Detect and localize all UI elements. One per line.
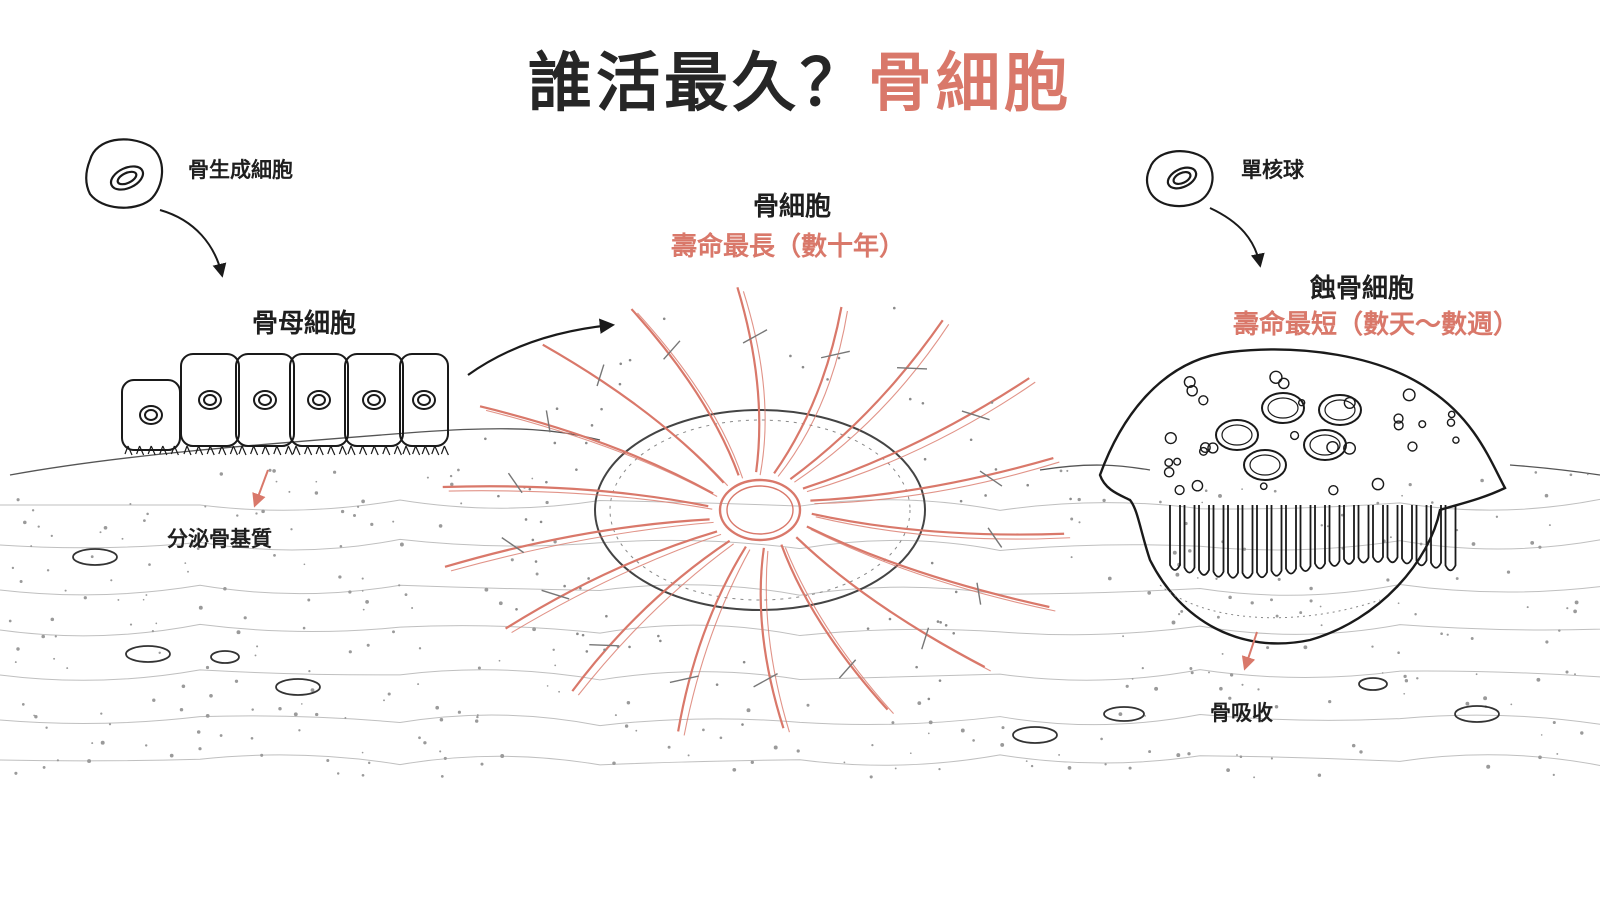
- monocyte-label: 單核球: [1241, 158, 1304, 182]
- osteocyte-lifespan: 壽命最長（數十年）: [671, 232, 906, 262]
- monocyte-cell: [1145, 150, 1214, 208]
- matrix-flow-lines: [0, 498, 1600, 766]
- osteoclast-label: 蝕骨細胞: [1310, 274, 1415, 304]
- title-prefix: 誰活最久？: [528, 47, 868, 121]
- resorption-arrow: [1241, 631, 1258, 671]
- osteoblast-to-osteocyte-arrow: [467, 318, 616, 376]
- osteoprogenitor-label: 骨生成細胞: [188, 158, 293, 182]
- osteoclast-cell: [1098, 348, 1507, 645]
- lacunae: [72, 548, 1500, 744]
- matrix-stipple: [8, 468, 1589, 779]
- page-title: 誰活最久？骨細胞: [0, 32, 1600, 124]
- osteocyte-cell: [442, 287, 1072, 736]
- osteoblast-row: [121, 353, 449, 456]
- osteoblast-label: 骨母細胞: [252, 309, 357, 339]
- differentiation-arrow-2: [1209, 207, 1265, 268]
- osteoclast-lifespan: 壽命最短（數天～數週）: [1233, 310, 1520, 340]
- osteocyte-label: 骨細胞: [753, 192, 832, 222]
- osteoprogenitor-cell: [85, 138, 164, 209]
- differentiation-arrow-1: [159, 209, 227, 278]
- title-highlight: 骨細胞: [868, 47, 1072, 121]
- matrix-secretion-arrow: [252, 469, 269, 508]
- secrete-matrix-label: 分泌骨基質: [167, 527, 272, 551]
- resorption-label: 骨吸收: [1210, 701, 1273, 725]
